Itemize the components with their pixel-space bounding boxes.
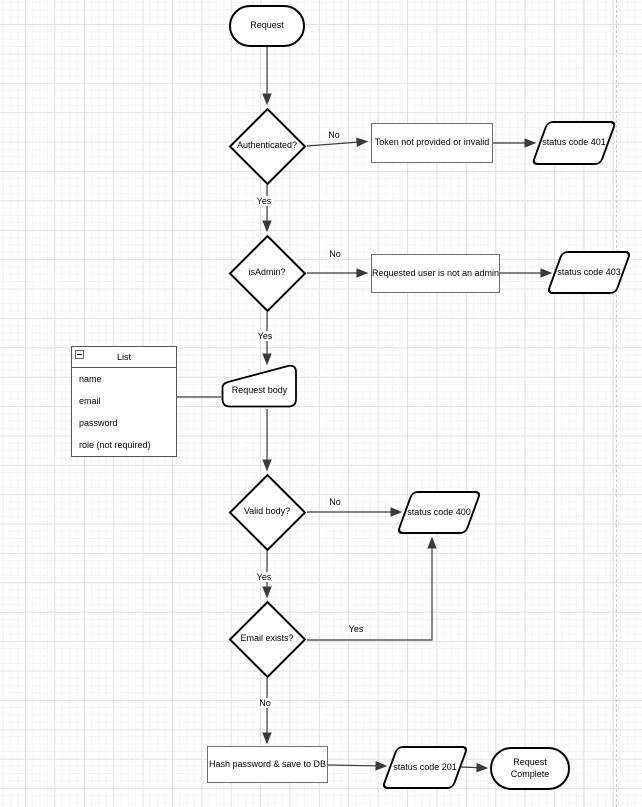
edge-label-authenticated-no[interactable]: No	[326, 130, 342, 140]
node-isadmin[interactable]: isAdmin?	[228, 234, 306, 312]
edge-emailexists-yes	[307, 539, 432, 641]
list-item-password[interactable]: password	[79, 418, 118, 428]
node-label: isAdmin?	[248, 267, 286, 278]
node-request-complete[interactable]: Request Complete	[490, 747, 570, 790]
node-label: status code 201	[393, 761, 457, 772]
node-authenticated[interactable]: Authenticated?	[228, 107, 306, 185]
list-item-role[interactable]: role (not required)	[79, 440, 151, 450]
node-label: status code 403	[557, 266, 621, 277]
node-token-invalid[interactable]: Token not provided or invalid	[371, 123, 493, 163]
node-label: Authenticated?	[236, 140, 298, 151]
edge-label-authenticated-yes[interactable]: Yes	[254, 196, 274, 206]
node-request-body[interactable]: Request body	[220, 363, 299, 409]
manual-input-shape	[221, 364, 297, 408]
node-label: Email exists?	[240, 633, 294, 644]
edge-label-emailexists-no[interactable]: No	[257, 698, 273, 708]
node-label: Request body	[231, 384, 288, 395]
edge-authenticated-no	[306, 142, 366, 147]
node-label: Hash password & save to DB	[208, 758, 327, 769]
edge-label-isadmin-yes[interactable]: Yes	[255, 331, 275, 341]
edge-label-emailexists-yes[interactable]: Yes	[346, 624, 366, 634]
list-item-email[interactable]: email	[79, 396, 101, 406]
node-hash-save[interactable]: Hash password & save to DB	[207, 746, 328, 783]
edge-label-isadmin-no[interactable]: No	[327, 249, 343, 259]
node-status-400[interactable]: status code 400	[395, 490, 483, 535]
list-header: List	[72, 347, 176, 368]
node-request[interactable]: Request	[229, 5, 305, 47]
edge-label-validbody-yes[interactable]: Yes	[254, 572, 274, 582]
edge-hash-to-201	[327, 765, 385, 766]
node-status-403[interactable]: status code 403	[545, 250, 633, 295]
node-valid-body[interactable]: Valid body?	[228, 473, 306, 551]
node-status-401[interactable]: status code 401	[530, 120, 618, 166]
node-label: Valid body?	[243, 506, 291, 517]
list-item-name[interactable]: name	[79, 374, 102, 384]
node-list[interactable]: List name email password role (not requi…	[71, 346, 177, 457]
node-label: status code 400	[407, 506, 471, 517]
collapse-minus-icon[interactable]	[75, 350, 84, 359]
edge-201-to-complete	[460, 767, 486, 768]
node-email-exists[interactable]: Email exists?	[228, 600, 306, 678]
edge-label-validbody-no[interactable]: No	[327, 497, 343, 507]
page-boundary-line	[616, 0, 617, 807]
node-label: Token not provided or invalid	[374, 137, 490, 148]
node-not-admin[interactable]: Requested user is not an admin	[371, 254, 500, 293]
node-label: Requested user is not an admin	[371, 267, 500, 278]
node-label: Request	[250, 20, 284, 31]
node-label: status code 401	[542, 137, 606, 148]
list-title: List	[116, 352, 131, 362]
node-label: Request Complete	[510, 757, 550, 779]
node-status-201[interactable]: status code 201	[380, 745, 470, 790]
